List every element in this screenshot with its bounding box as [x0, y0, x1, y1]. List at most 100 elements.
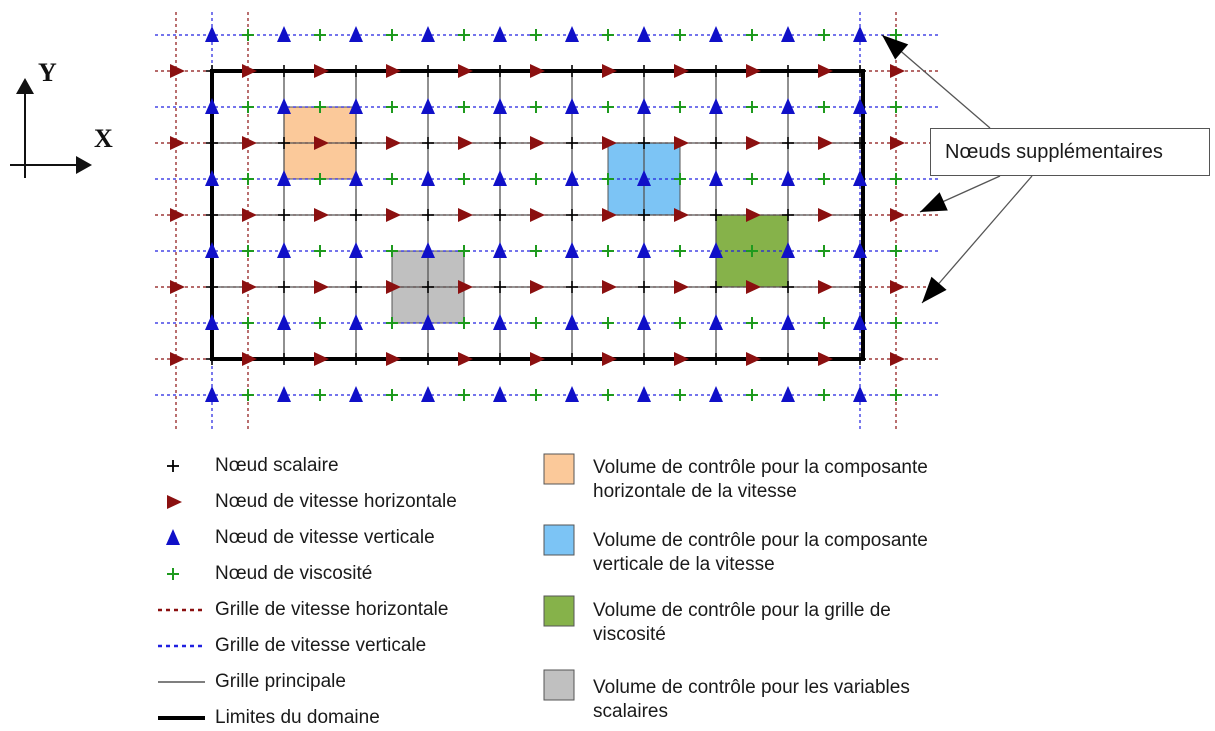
scalar-node	[782, 65, 794, 77]
scalar-node	[494, 281, 506, 293]
vertical-velocity-node	[637, 26, 651, 42]
horizontal-velocity-node	[602, 136, 617, 150]
scalar-node	[566, 281, 578, 293]
viscosity-node	[602, 101, 614, 113]
viscosity-node	[674, 29, 686, 41]
scalar-node	[710, 137, 722, 149]
vertical-velocity-node	[781, 386, 795, 402]
legend-horizontal-velocity-icon	[167, 495, 182, 509]
horizontal-velocity-node	[386, 352, 401, 366]
scalar-node	[278, 137, 290, 149]
viscosity-node	[602, 245, 614, 257]
horizontal-velocity-node	[386, 280, 401, 294]
viscosity-node	[458, 173, 470, 185]
scalar-node	[566, 137, 578, 149]
viscosity-node	[674, 173, 686, 185]
horizontal-velocity-node	[386, 136, 401, 150]
vertical-velocity-node	[277, 386, 291, 402]
viscosity-node	[314, 317, 326, 329]
scalar-node	[710, 353, 722, 365]
horizontal-velocity-node	[170, 352, 185, 366]
callout-arrowhead-2	[922, 276, 947, 303]
vertical-velocity-node	[349, 98, 363, 114]
scalar-node	[566, 65, 578, 77]
horizontal-velocity-node	[674, 64, 689, 78]
horizontal-velocity-node	[458, 352, 473, 366]
viscosity-node	[458, 101, 470, 113]
viscosity-node	[530, 101, 542, 113]
vertical-velocity-node	[421, 26, 435, 42]
vertical-velocity-node	[421, 98, 435, 114]
horizontal-velocity-node	[530, 352, 545, 366]
horizontal-velocity-node	[170, 136, 185, 150]
horizontal-velocity-node	[674, 136, 689, 150]
vertical-velocity-node	[709, 386, 723, 402]
vertical-velocity-node	[637, 242, 651, 258]
vertical-velocity-node	[637, 98, 651, 114]
horizontal-velocity-node	[890, 352, 905, 366]
scalar-node	[782, 281, 794, 293]
vertical-velocity-node	[637, 386, 651, 402]
horizontal-velocity-node	[818, 64, 833, 78]
legend-label-vertical-velocity-grid: Grille de vitesse verticale	[215, 635, 427, 656]
vertical-velocity-node	[349, 386, 363, 402]
vertical-velocity-node	[853, 98, 867, 114]
horizontal-velocity-node	[818, 352, 833, 366]
vertical-velocity-node	[709, 98, 723, 114]
scalar-node	[494, 209, 506, 221]
viscosity-node	[242, 245, 254, 257]
vertical-velocity-node	[493, 98, 507, 114]
y-axis-arrowhead	[16, 78, 34, 94]
scalar-node	[278, 209, 290, 221]
horizontal-velocity-node	[746, 208, 761, 222]
viscosity-node	[530, 173, 542, 185]
horizontal-velocity-node	[242, 208, 257, 222]
callout-arrowhead-1	[920, 192, 948, 212]
scalar-node	[278, 65, 290, 77]
horizontal-velocity-node	[674, 208, 689, 222]
vertical-velocity-node	[565, 26, 579, 42]
scalar-node	[566, 209, 578, 221]
scalar-node	[638, 137, 650, 149]
vertical-velocity-node	[709, 170, 723, 186]
callout-arrow-line-2	[921, 175, 1033, 304]
horizontal-velocity-node	[818, 280, 833, 294]
scalar-node	[422, 65, 434, 77]
horizontal-velocity-node	[170, 64, 185, 78]
vertical-velocity-node	[493, 242, 507, 258]
vertical-velocity-node	[349, 26, 363, 42]
viscosity-node	[746, 29, 758, 41]
viscosity-node	[242, 173, 254, 185]
horizontal-velocity-node	[242, 280, 257, 294]
viscosity-node	[314, 173, 326, 185]
vertical-velocity-node	[277, 314, 291, 330]
scalar-node	[782, 137, 794, 149]
viscosity-node	[818, 101, 830, 113]
vertical-velocity-node	[853, 170, 867, 186]
scalar-node	[854, 65, 866, 77]
horizontal-velocity-node	[530, 64, 545, 78]
viscosity-node	[530, 317, 542, 329]
horizontal-velocity-node	[602, 64, 617, 78]
vertical-velocity-node	[709, 314, 723, 330]
viscosity-node	[890, 245, 902, 257]
scalar-node	[206, 281, 218, 293]
viscosity-node	[458, 29, 470, 41]
viscosity-node	[602, 29, 614, 41]
viscosity-node	[674, 101, 686, 113]
scalar-node	[710, 65, 722, 77]
vertical-velocity-node	[853, 242, 867, 258]
vertical-velocity-node	[781, 314, 795, 330]
vertical-velocity-node	[205, 314, 219, 330]
horizontal-velocity-node	[890, 208, 905, 222]
vertical-velocity-node	[781, 170, 795, 186]
horizontal-velocity-node	[314, 208, 329, 222]
viscosity-node	[890, 29, 902, 41]
vertical-velocity-node	[493, 170, 507, 186]
horizontal-velocity-node	[386, 208, 401, 222]
grid-nodes	[170, 26, 905, 402]
scalar-node	[854, 209, 866, 221]
vertical-velocity-node	[637, 314, 651, 330]
